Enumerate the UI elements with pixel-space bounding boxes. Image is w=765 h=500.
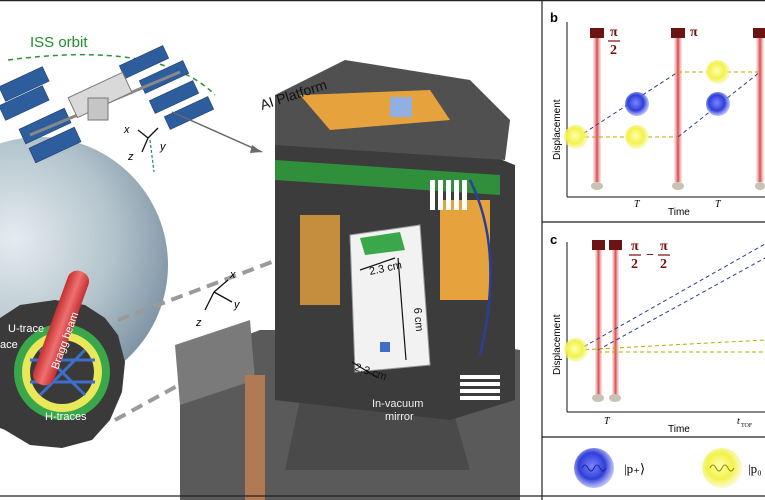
panel-b-xlabel: Time bbox=[668, 207, 690, 218]
panel-c-pulse-base-1 bbox=[592, 394, 604, 402]
legend-ket-partial: |p₀ bbox=[748, 461, 762, 476]
panel-c-tick-t: T bbox=[604, 416, 611, 427]
inset-u-trace-label: U-trace bbox=[8, 323, 44, 335]
panel-b-pulse-base-3 bbox=[755, 182, 765, 190]
main-axis-z: z bbox=[195, 317, 202, 329]
pointer-arrow bbox=[171, 111, 263, 153]
panel-c-xlabel: Time bbox=[668, 424, 690, 435]
panel-b-ylabel: Displacement bbox=[552, 99, 563, 160]
panel-c-pulse-box-1 bbox=[592, 240, 605, 250]
panel-b-letter: b bbox=[550, 10, 558, 25]
inset-ace-label: ace bbox=[0, 339, 18, 351]
main-axis-x: x bbox=[229, 269, 236, 281]
legend-yellow-wave bbox=[709, 464, 735, 472]
legend-ket-plus: |p₊⟩ bbox=[624, 461, 645, 476]
panel-b-atom-2 bbox=[625, 92, 649, 116]
panel-b-pulse-1 bbox=[593, 32, 601, 182]
ai-platform-device bbox=[175, 60, 520, 500]
mirror-label-line1: In-vacuum bbox=[372, 398, 423, 410]
panel-c-tick-ttof: t bbox=[737, 416, 740, 427]
panel-c-letter: c bbox=[550, 232, 557, 247]
panel-b-tick-t1: T bbox=[634, 199, 641, 210]
panel-b: b Displacement Time T T π 2 π bbox=[550, 10, 765, 218]
panel-b-paths bbox=[577, 71, 761, 138]
panel-c-pulse-minus: − bbox=[646, 248, 654, 263]
inset-closeup bbox=[0, 270, 125, 448]
panel-b-atom-3 bbox=[625, 125, 649, 149]
inset-h-traces-label: H-traces bbox=[45, 411, 87, 423]
panel-b-pulse-box-1 bbox=[590, 28, 604, 38]
panel-b-pulse-2 bbox=[674, 32, 682, 182]
iss-orbit-label: ISS orbit bbox=[30, 34, 88, 51]
panel-c-atom bbox=[564, 338, 588, 362]
panel-c-pulse-box-2 bbox=[609, 240, 622, 250]
main-axes bbox=[204, 279, 233, 311]
panel-b-pulse1-num: π bbox=[610, 25, 618, 40]
panel-b-pulse-3 bbox=[756, 32, 764, 182]
panel-c: c Displacement Time T t TOF π 2 − π 2 bbox=[550, 232, 765, 435]
mirror-label-line2: mirror bbox=[385, 411, 414, 423]
panel-b-atom-5 bbox=[706, 92, 730, 116]
panel-b-atom-1 bbox=[564, 125, 588, 149]
panel-c-tick-ttof-sub: TOF bbox=[741, 423, 753, 429]
panel-c-pulse-1 bbox=[595, 250, 602, 395]
panel-c-pulse-base-2 bbox=[609, 394, 621, 402]
panel-b-pulse-base-1 bbox=[591, 182, 603, 190]
panel-b-pulse1-den: 2 bbox=[610, 43, 617, 58]
panel-c-paths bbox=[577, 243, 765, 353]
panel-c-pulse-2 bbox=[612, 250, 619, 395]
iss-axis-y: y bbox=[159, 141, 167, 153]
main-axis-y: y bbox=[233, 299, 241, 311]
panel-c-pulse-b-num: π bbox=[660, 239, 668, 254]
panel-c-ylabel: Displacement bbox=[552, 314, 563, 375]
panel-c-pulse-b-den: 2 bbox=[660, 257, 667, 272]
panel-b-pulse2-label: π bbox=[690, 25, 698, 40]
panel-c-pulse-a-num: π bbox=[631, 239, 639, 254]
panel-c-pulse-a-den: 2 bbox=[631, 257, 638, 272]
panel-d: |p₊⟩ |p₀ bbox=[574, 448, 762, 488]
left-illustration: ISS orbit x y z U-trace ace Bragg beam H bbox=[0, 34, 520, 500]
iss-station bbox=[0, 45, 215, 164]
legend-blue-wave bbox=[581, 464, 607, 472]
iss-axes bbox=[137, 127, 159, 173]
panel-b-pulse-box-2 bbox=[671, 28, 685, 38]
iss-axis-z: z bbox=[127, 151, 134, 163]
panel-b-pulse-base-2 bbox=[672, 182, 684, 190]
panel-b-atom-4 bbox=[706, 60, 730, 84]
iss-axis-x: x bbox=[123, 124, 130, 136]
panel-b-tick-t2: T bbox=[715, 199, 722, 210]
panel-b-pulse-box-3 bbox=[753, 28, 765, 38]
dimension-height-label: 6 cm bbox=[411, 307, 425, 332]
